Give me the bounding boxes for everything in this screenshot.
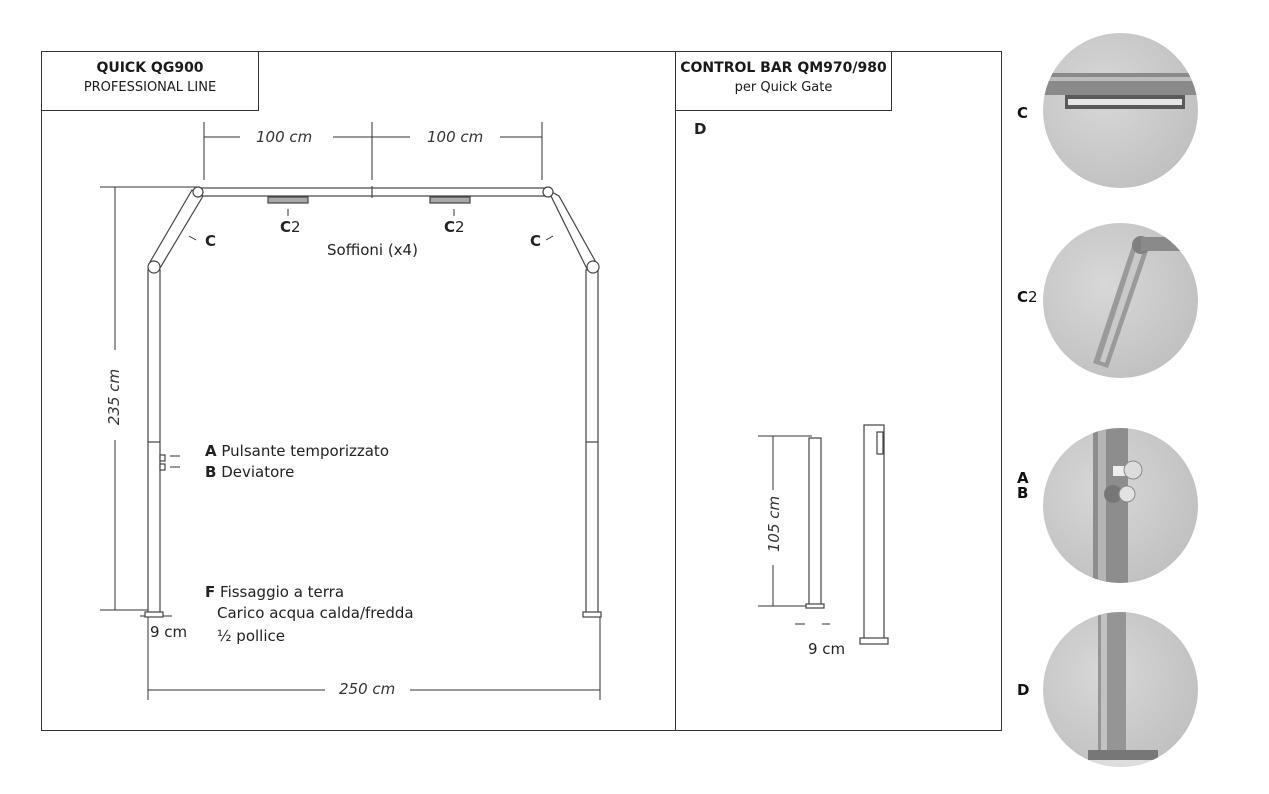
label-b-text: Deviatore <box>221 463 295 481</box>
dim-width: 250 cm <box>335 680 400 698</box>
label-f-text-1: Fissaggio a terra <box>220 583 345 601</box>
dim-top-right: 100 cm <box>423 128 488 146</box>
left-subtitle: PROFESSIONAL LINE <box>83 80 217 95</box>
detail-c2-image <box>1043 223 1198 378</box>
label-f-text-3: ½ pollice <box>217 627 285 645</box>
label-f: F Fissaggio a terra <box>205 583 344 601</box>
dim-post-control: 9 cm <box>808 640 846 658</box>
detail-a-letter: A <box>1017 469 1029 487</box>
label-c2-right-num: 2 <box>455 218 465 236</box>
dim-top-left: 100 cm <box>252 128 317 146</box>
dim-post: 9 cm <box>150 623 188 641</box>
label-d: D <box>694 120 707 138</box>
right-title-box: CONTROL BAR QM970/980 per Quick Gate <box>675 51 892 111</box>
label-c2-right: C2 <box>444 218 465 236</box>
label-c2-left-letter: C <box>280 218 292 236</box>
detail-d-image <box>1043 612 1198 767</box>
label-b-letter: B <box>205 463 217 481</box>
right-title: CONTROL BAR QM970/980 <box>680 60 887 76</box>
nozzles-label: Soffioni (x4) <box>327 241 418 259</box>
detail-ab-image <box>1043 428 1198 583</box>
detail-c-image <box>1043 33 1198 188</box>
label-f-text-2: Carico acqua calda/fredda <box>217 604 414 622</box>
label-b: B Deviatore <box>205 463 294 481</box>
left-title: QUICK QG900 <box>96 60 204 76</box>
right-subtitle: per Quick Gate <box>734 80 833 95</box>
label-c-right: C <box>530 232 542 250</box>
detail-c2-sub: 2 <box>1028 288 1038 306</box>
label-a-letter: A <box>205 442 217 460</box>
label-c2-left-num: 2 <box>291 218 301 236</box>
detail-d-letter: D <box>1017 681 1030 699</box>
dim-height-control: 105 cm <box>765 491 784 557</box>
label-c2-left: C2 <box>280 218 301 236</box>
label-a-text: Pulsante temporizzato <box>221 442 389 460</box>
detail-c-letter: C <box>1017 104 1029 122</box>
label-f-letter: F <box>205 583 216 601</box>
dim-height: 235 cm <box>105 364 124 430</box>
left-title-box: QUICK QG900 PROFESSIONAL LINE <box>41 51 259 111</box>
detail-b-letter: B <box>1017 484 1029 502</box>
detail-c2-letter: C2 <box>1017 288 1038 306</box>
label-c2-right-letter: C <box>444 218 456 236</box>
detail-c2-letter-main: C <box>1017 288 1029 306</box>
label-a: A Pulsante temporizzato <box>205 442 389 460</box>
label-c-left: C <box>205 232 217 250</box>
